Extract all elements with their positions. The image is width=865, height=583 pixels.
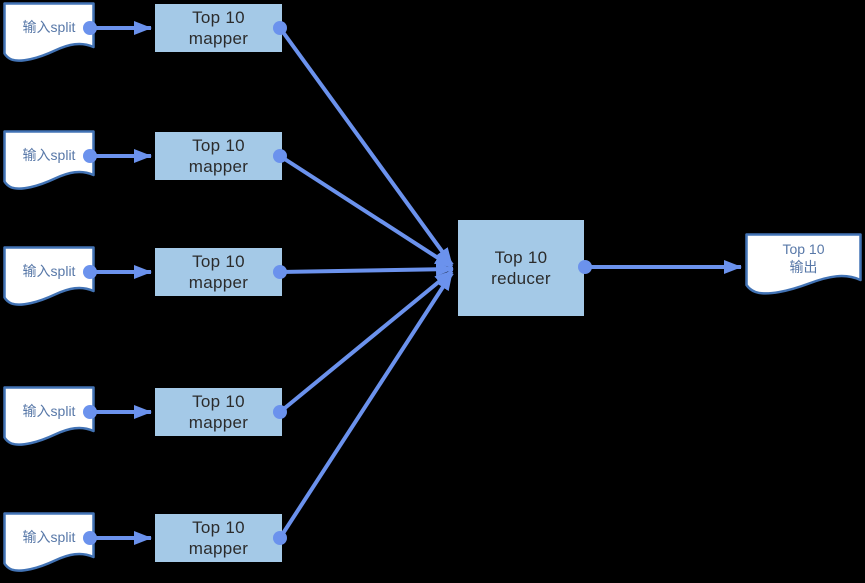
input-split-node-2: 输入split: [3, 130, 95, 196]
mapper-label-line1: Top 10: [192, 136, 245, 155]
output-label: Top 10 输出: [745, 233, 862, 283]
mapper-node-4: Top 10 mapper: [155, 388, 282, 436]
reducer-label-line1: Top 10: [494, 248, 548, 267]
mapper-label-line2: mapper: [188, 29, 249, 48]
document-shape: [3, 386, 95, 446]
connector-mapper5-reducer: [278, 271, 454, 540]
document-shape: [3, 2, 95, 62]
output-label-line1: Top 10: [782, 241, 825, 257]
mapper-label-line1: Top 10: [192, 518, 245, 537]
connector-mapper1-reducer: [278, 26, 454, 267]
mapper-label-line1: Top 10: [192, 8, 245, 27]
mapper-label-line2: mapper: [188, 157, 249, 176]
document-shape: [3, 130, 95, 190]
document-shape: [3, 512, 95, 572]
input-split-label: 输入split: [22, 403, 76, 419]
mapper-label-line2: mapper: [188, 273, 249, 292]
reducer-node: Top 10 reducer: [458, 220, 584, 316]
input-split-node-3: 输入split: [3, 246, 95, 312]
mapper-label-line1: Top 10: [192, 252, 245, 271]
connector-mapper3-reducer: [279, 262, 454, 277]
connector-mapper4-reducer: [278, 269, 454, 414]
input-split-node-1: 输入split: [3, 2, 95, 68]
input-split-node-4: 输入split: [3, 386, 95, 452]
input-split-node-5: 输入split: [3, 512, 95, 578]
mapper-label-line2: mapper: [188, 539, 249, 558]
output-label-line2: 输出: [789, 259, 818, 275]
output-node: Top 10 输出: [745, 233, 862, 301]
mapper-node-5: Top 10 mapper: [155, 514, 282, 562]
mapper-label-line1: Top 10: [192, 392, 245, 411]
document-shape: [745, 233, 862, 295]
reducer-label-line2: reducer: [491, 269, 551, 288]
input-split-label: 输入split: [22, 529, 76, 545]
mapper-label-line2: mapper: [188, 413, 249, 432]
mapper-node-2: Top 10 mapper: [155, 132, 282, 180]
mapper-node-1: Top 10 mapper: [155, 4, 282, 52]
input-split-label: 输入split: [22, 19, 76, 35]
connector-mapper2-reducer: [278, 154, 454, 269]
document-shape: [3, 246, 95, 306]
mapper-node-3: Top 10 mapper: [155, 248, 282, 296]
input-split-label: 输入split: [22, 147, 76, 163]
input-split-label: 输入split: [22, 263, 76, 279]
